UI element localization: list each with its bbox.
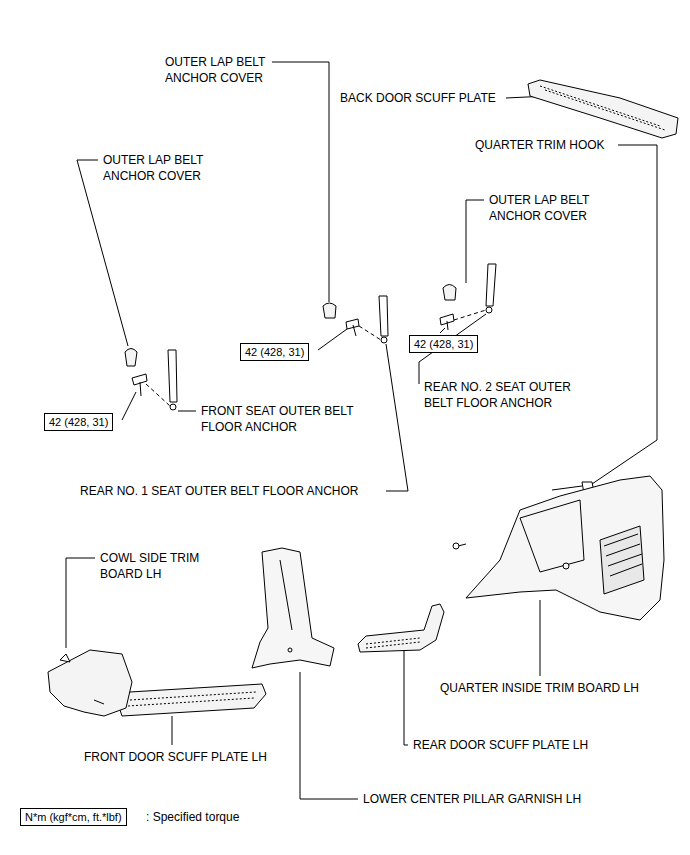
torque-box: 42 (428, 31) — [409, 335, 478, 353]
torque-value: 42 (428, 31) — [414, 338, 473, 350]
part-name: QUARTER INSIDE TRIM BOARD LH — [440, 680, 639, 696]
quarter-inside-trim-board — [453, 476, 664, 620]
legend-text: : Specified torque — [146, 809, 239, 825]
part-name: REAR NO. 1 SEAT OUTER BELT FLOOR ANCHOR — [80, 483, 359, 499]
part-name: FRONT SEAT OUTER BELT FLOOR ANCHOR — [201, 403, 379, 435]
part-name: REAR NO. 2 SEAT OUTER BELT FLOOR ANCHOR — [424, 379, 596, 411]
bolts — [132, 314, 454, 396]
part-name: FRONT DOOR SCUFF PLATE LH — [84, 749, 267, 765]
torque-box: 42 (428, 31) — [44, 413, 113, 431]
part-name: COWL SIDE TRIM BOARD LH — [100, 550, 212, 582]
lower-center-pillar-garnish — [252, 548, 334, 668]
part-name: OUTER LAP BELT ANCHOR COVER — [103, 152, 213, 184]
front-door-scuff-plate — [118, 684, 266, 716]
torque-legend-box: N*m (kgf*cm, ft.*lbf) — [20, 808, 127, 826]
torque-value: 42 (428, 31) — [245, 346, 304, 358]
torque-value: N*m (kgf*cm, ft.*lbf) — [25, 811, 122, 823]
part-name: LOWER CENTER PILLAR GARNISH LH — [363, 791, 581, 807]
torque-value: 42 (428, 31) — [49, 416, 108, 428]
torque-box: 42 (428, 31) — [240, 343, 309, 361]
part-name: BACK DOOR SCUFF PLATE — [340, 90, 496, 106]
rear-door-scuff-plate — [358, 604, 444, 652]
part-name: OUTER LAP BELT ANCHOR COVER — [489, 192, 599, 224]
leader-lines — [66, 62, 657, 799]
part-name: REAR DOOR SCUFF PLATE LH — [413, 737, 588, 753]
cowl-side-trim-board — [48, 650, 132, 716]
part-name: OUTER LAP BELT ANCHOR COVER — [165, 54, 275, 86]
part-name: QUARTER TRIM HOOK — [475, 137, 605, 153]
back-door-scuff-plate — [528, 80, 678, 138]
